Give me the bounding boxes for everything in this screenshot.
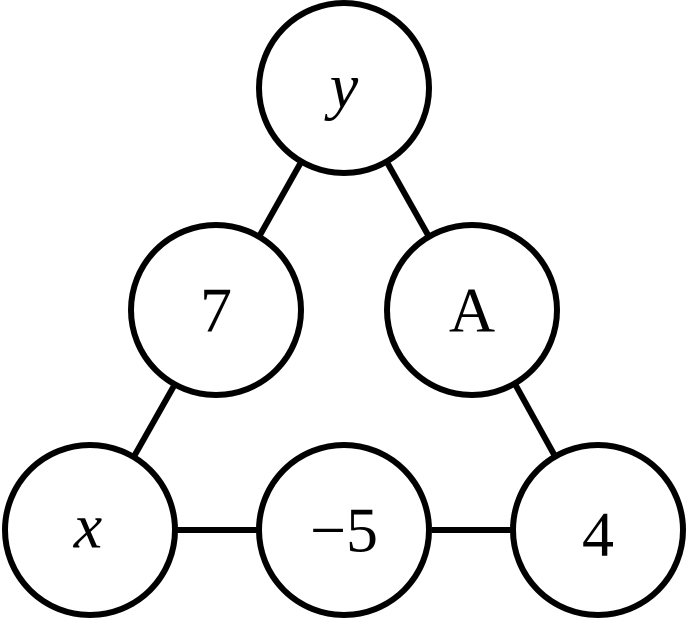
edge-left-mid-bottom-left: [129, 382, 178, 462]
node-bottom-mid: −5: [256, 442, 432, 618]
node-bottom-mid-label: −5: [310, 495, 378, 566]
edge-top-left-mid: [257, 162, 303, 237]
node-left-mid-circle: [128, 222, 304, 398]
node-top: y: [256, 0, 432, 176]
node-top-circle: [256, 0, 432, 176]
node-top-label: y: [324, 51, 359, 122]
node-right-mid: A: [384, 222, 560, 398]
node-bottom-left: x: [2, 442, 178, 618]
node-left-mid-label: 7: [200, 275, 232, 346]
node-bottom-mid-circle: [256, 442, 432, 618]
node-bottom-left-circle: [2, 442, 178, 618]
node-bottom-left-label: x: [73, 491, 102, 562]
node-right-mid-circle: [384, 222, 560, 398]
node-right-mid-label: A: [449, 275, 495, 346]
node-left-mid: 7: [128, 222, 304, 398]
node-bottom-right-label: 4: [582, 499, 614, 570]
edge-right-mid-bottom-right: [512, 382, 559, 460]
edge-top-right-mid: [385, 162, 431, 237]
node-bottom-right: 4: [510, 442, 686, 618]
node-bottom-right-circle: [510, 442, 686, 618]
edges: [129, 162, 559, 533]
